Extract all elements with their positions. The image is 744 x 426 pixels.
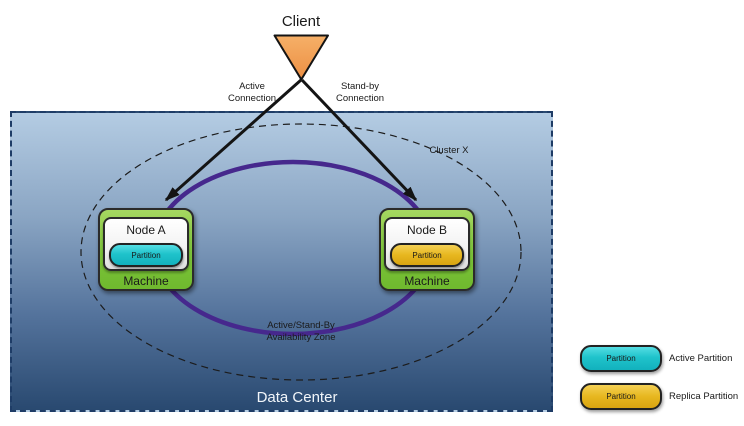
node-b-machine-panel: Node B Partition — [384, 217, 470, 271]
cluster-ellipse — [80, 123, 522, 381]
standby-connection-arrow — [300, 78, 418, 202]
legend-replica-partition-swatch: Partition — [580, 383, 662, 410]
legend-active-partition-swatch: Partition — [580, 345, 662, 372]
node-b-title: Node B — [406, 223, 448, 237]
node-b-machine-label: Machine — [404, 274, 450, 288]
legend-replica-partition-text: Replica Partition — [669, 391, 739, 402]
active-connection-label: Active Connection — [227, 81, 277, 104]
partition-label: Partition — [131, 250, 161, 260]
client-label: Client — [281, 13, 321, 30]
node-a-title: Node A — [126, 223, 166, 237]
node-a-machine-panel: Node A Partition — [103, 217, 189, 271]
active-connection-arrow — [164, 78, 302, 202]
node-b-replica-partition: Partition — [390, 243, 464, 267]
availability-zone-label: Active/Stand-By Availability Zone — [266, 320, 336, 343]
legend-swatch-label: Partition — [606, 354, 636, 363]
node-b: Node B Partition Machine — [379, 208, 475, 291]
standby-connection-label: Stand-by Connection — [335, 81, 385, 104]
node-a-machine-label: Machine — [123, 274, 169, 288]
node-a-active-partition: Partition — [109, 243, 183, 267]
cluster-label: Cluster X — [429, 145, 469, 156]
node-a: Node A Partition Machine — [98, 208, 194, 291]
data-center-label: Data Center — [256, 389, 338, 406]
client-triangle-icon — [273, 34, 329, 81]
legend-active-partition-text: Active Partition — [669, 353, 733, 364]
partition-label: Partition — [412, 250, 442, 260]
legend-swatch-label: Partition — [606, 392, 636, 401]
